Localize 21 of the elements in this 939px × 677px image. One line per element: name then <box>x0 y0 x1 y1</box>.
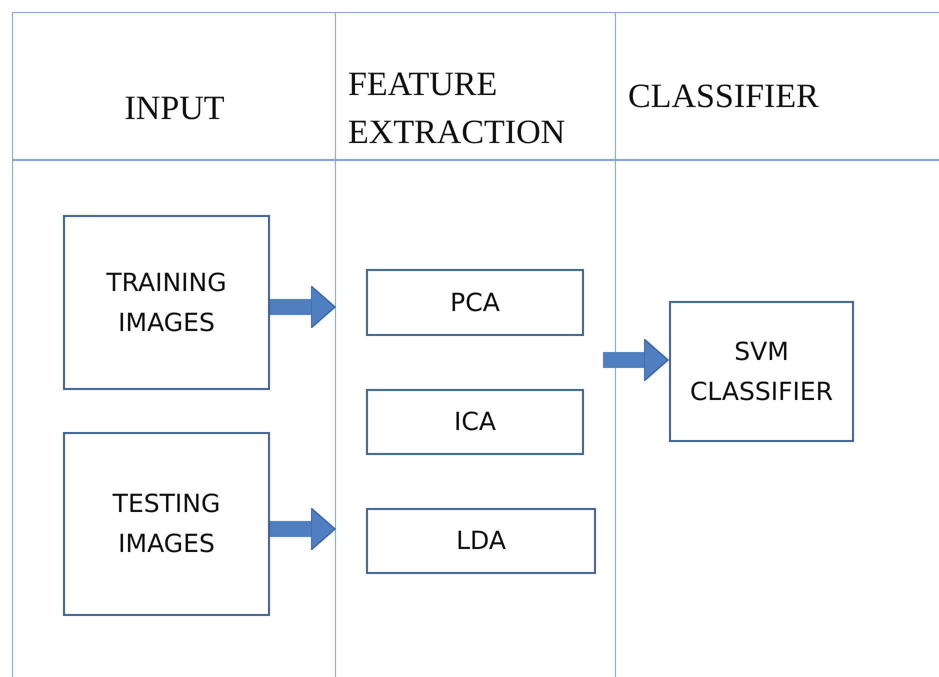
column-header: INPUT <box>123 89 226 129</box>
box-label: ICA <box>454 406 496 438</box>
box-label: TRAINING IMAGES <box>105 266 228 338</box>
process-box <box>63 432 270 616</box>
process-box <box>366 269 584 336</box>
box-label: LDA <box>456 525 506 557</box>
process-box <box>63 215 270 390</box>
column-header: FEATURE EXTRACTION <box>348 65 566 153</box>
table-column <box>615 12 939 677</box>
block-arrow <box>603 338 669 382</box>
box-label: SVM CLASSIFIER <box>688 336 834 408</box>
process-box <box>669 301 854 442</box>
table-column <box>335 12 615 677</box>
column-header: CLASSIFIER <box>628 77 820 117</box>
box-label: TESTING IMAGES <box>112 488 222 560</box>
block-arrow <box>269 285 336 329</box>
table-column <box>12 12 335 677</box>
box-label: PCA <box>450 286 500 318</box>
process-box <box>366 389 584 455</box>
process-box <box>366 508 596 574</box>
block-arrow <box>269 507 336 551</box>
